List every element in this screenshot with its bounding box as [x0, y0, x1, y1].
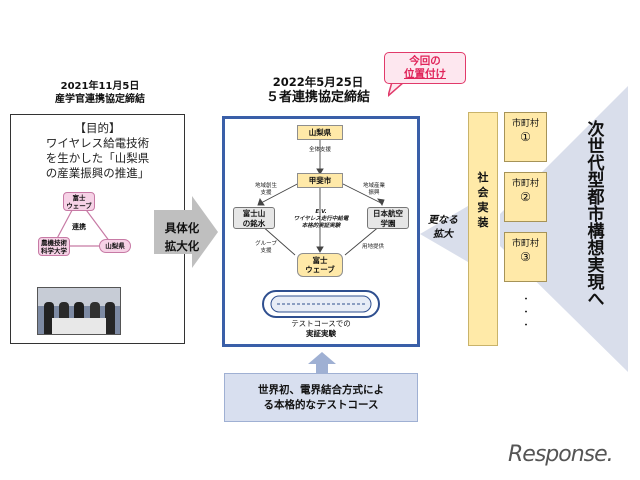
callout-line: 位置付け: [404, 68, 446, 80]
node-kai-city: 甲斐市: [297, 173, 343, 188]
further-line: 更なる: [428, 215, 458, 226]
diagram-connectors: [257, 140, 385, 318]
signing-photo: [37, 287, 121, 335]
label-regional-support: 地域創生支援: [254, 183, 277, 196]
label-ev-wireless: E.V.ワイヤレス走行中給電本格的実証実験: [293, 209, 349, 229]
label-support-all: 全体支援: [308, 147, 331, 153]
caption-line: テストコースでの: [291, 319, 351, 328]
label-land-provision: 用地提供: [361, 244, 384, 250]
purpose-line: ワイヤレス給電技術: [45, 136, 150, 150]
five-party-diagram: 山梨県 全体支援 甲斐市 地域創生支援 地域産業振興 富士山の銘水 日本航空学園…: [222, 116, 420, 347]
vision-text: 次世代型都市構想実現へ: [583, 120, 604, 307]
purpose-line: を生かした「山梨県: [45, 151, 150, 165]
social-implementation-bar: [468, 112, 498, 346]
further-line: 拡大: [433, 229, 453, 240]
test-course-line: 世界初、電界結合方式によ: [258, 384, 384, 396]
node-fuji-wave: 富士ウェーブ: [63, 192, 95, 211]
node-fuji-wave-center: 富士ウェーブ: [297, 253, 343, 277]
test-course-caption: テストコースでの 実証実験: [265, 319, 377, 339]
caption-demo: 実証実験: [306, 329, 336, 338]
expand-triangle-icon: [420, 206, 468, 262]
town-ellipsis: ・・・: [521, 295, 531, 331]
purpose-line: 【目的】: [74, 121, 121, 135]
node-center-label: 連携: [72, 223, 86, 231]
node-yamanashi-pref: 山梨県: [297, 125, 343, 140]
label-group-support: グループ支援: [255, 241, 277, 254]
test-course-description: 世界初、電界結合方式によ る本格的なテストコース: [224, 373, 418, 422]
up-arrow-icon: [308, 352, 336, 376]
center-date: 2022年5月25日: [272, 75, 364, 89]
callout-line: 今回の: [409, 55, 441, 67]
social-implementation-label: 社会実装: [477, 171, 489, 229]
node-fujisan-meisui: 富士山の銘水: [233, 207, 275, 229]
node-yamanashi: 山梨県: [99, 239, 131, 253]
vision-fan-shape: [500, 86, 628, 372]
expand-label-line: 具体化: [164, 221, 200, 235]
node-jal-gakuen: 日本航空学園: [367, 207, 409, 229]
expand-arrow-icon: [154, 196, 218, 268]
purpose-line: の産業振興の推進」: [45, 166, 150, 180]
partnership-triangle: [52, 197, 115, 247]
left-header: 2021年11月5日 産学官連携協定締結: [10, 80, 190, 106]
further-expansion-label: 更なる 拡大: [418, 214, 468, 242]
response-logo: Response.: [508, 442, 636, 467]
callout-pointer-icon: [388, 82, 406, 97]
test-course-line: る本格的なテストコース: [263, 399, 379, 411]
vision-title: 次世代型都市構想実現へ: [576, 120, 610, 307]
left-agreement: 産学官連携協定締結: [55, 94, 145, 105]
center-agreement: ５者連携協定締結: [265, 90, 370, 105]
label-regional-industry: 地域産業振興: [362, 183, 385, 196]
logo-text: Response.: [508, 442, 614, 467]
callout-current-position: 今回の 位置付け: [384, 52, 466, 84]
node-university: 農機技術科学大学: [38, 237, 70, 256]
purpose-text: 【目的】 ワイヤレス給電技術 を生かした「山梨県 の産業振興の推進」: [11, 121, 184, 181]
center-header: 2022年5月25日 ５者連携協定締結: [228, 74, 408, 106]
left-date: 2021年11月5日: [60, 81, 140, 92]
expand-arrow-label: 具体化 拡大化: [150, 219, 214, 255]
expand-label-line: 拡大化: [164, 239, 200, 253]
